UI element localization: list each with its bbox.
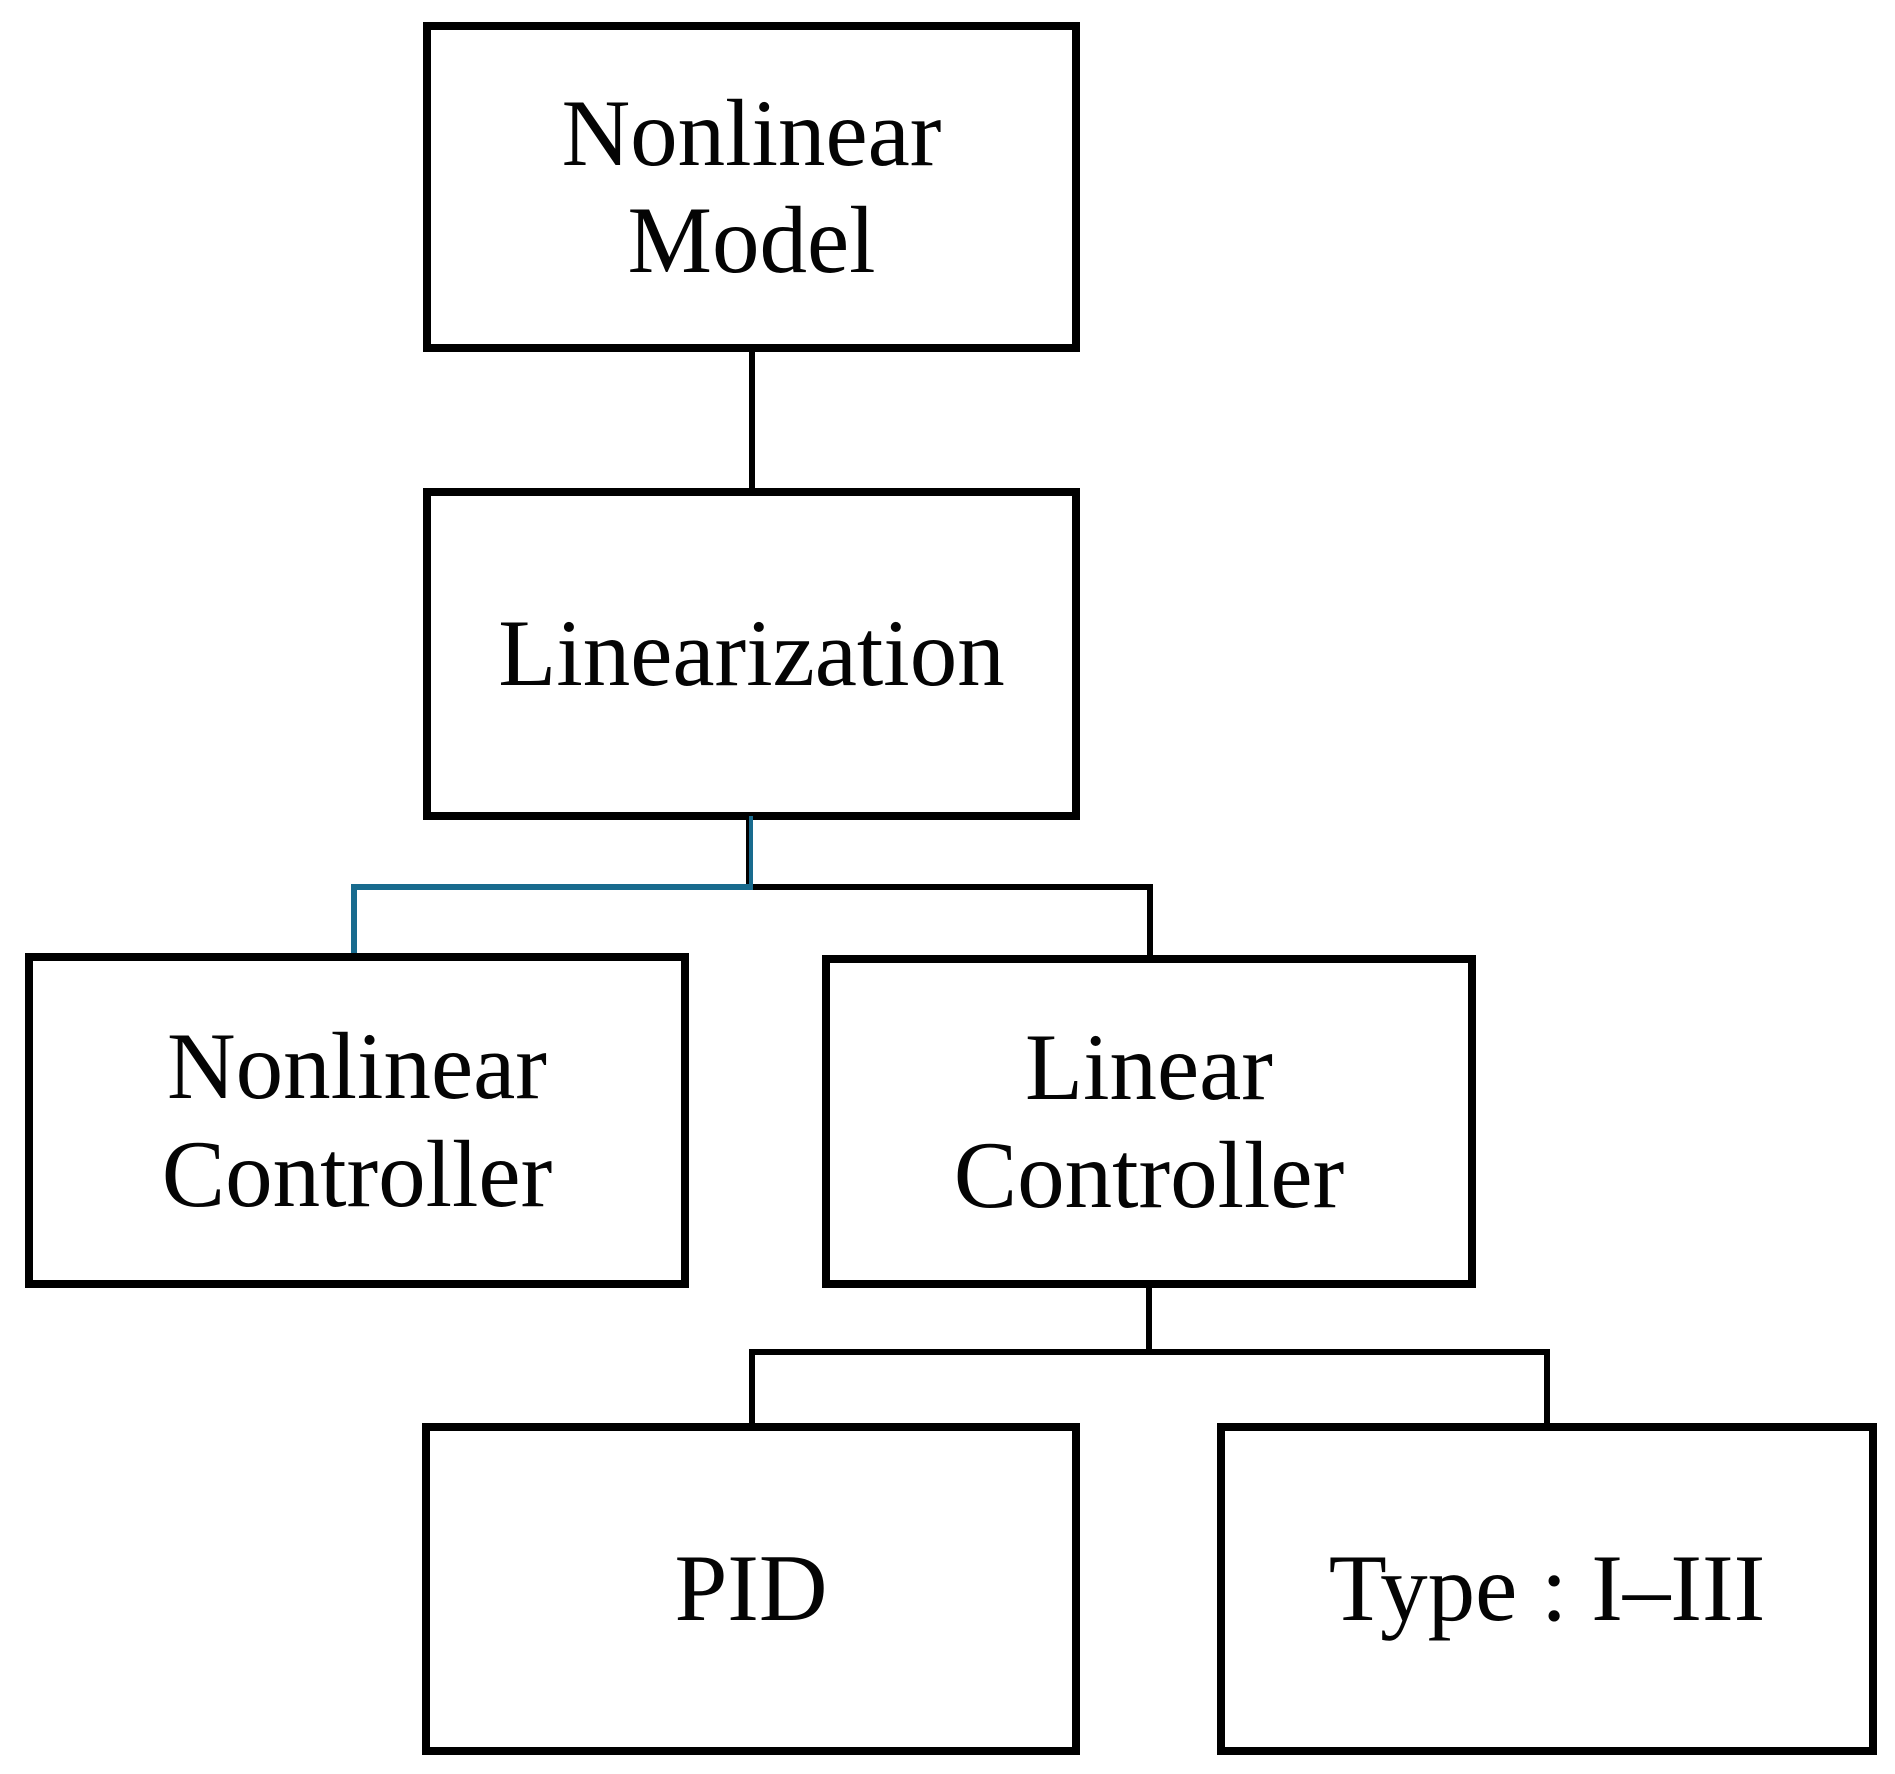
node-pid: PID bbox=[422, 1423, 1080, 1755]
node-nonlinear-model: Nonlinear Model bbox=[423, 22, 1080, 352]
edge-model-to-linearization-vertical bbox=[749, 348, 755, 491]
edge-to-linear-controller-horizontal bbox=[753, 884, 1153, 890]
node-linear-controller: Linear Controller bbox=[822, 955, 1476, 1288]
edge-lower-branch-horizontal bbox=[749, 1349, 1550, 1355]
node-linearization: Linearization bbox=[423, 488, 1080, 820]
node-nonlinear-controller: Nonlinear Controller bbox=[25, 953, 689, 1288]
edge-to-type-vertical bbox=[1544, 1349, 1550, 1426]
edge-linear-controller-stem-vertical bbox=[1146, 1285, 1152, 1355]
edge-linearization-stem-vertical bbox=[746, 816, 753, 890]
edge-to-pid-vertical bbox=[749, 1349, 755, 1426]
edge-to-linear-controller-vertical bbox=[1147, 884, 1153, 955]
node-type-i-iii: Type : I–III bbox=[1217, 1423, 1877, 1755]
edge-to-nonlinear-controller-horizontal bbox=[351, 884, 755, 890]
edge-to-nonlinear-controller-vertical bbox=[351, 884, 357, 953]
